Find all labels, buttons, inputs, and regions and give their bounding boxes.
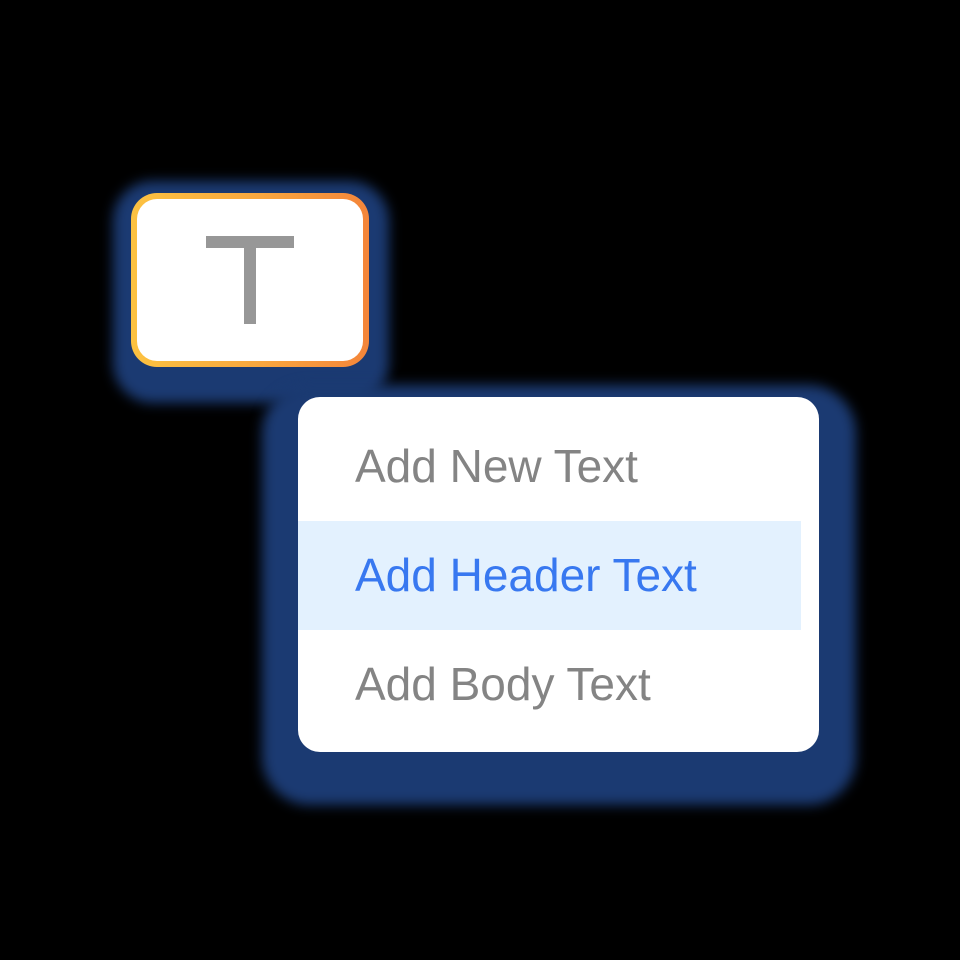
menu-item-add-header-text[interactable]: Add Header Text [298,521,801,630]
text-T-icon-crossbar [206,236,294,248]
text-T-icon-stem [244,248,256,324]
add-text-tool-button-face [137,199,363,361]
add-text-tool-button[interactable] [131,193,369,367]
text-T-icon [206,236,294,324]
menu-item-add-body-text[interactable]: Add Body Text [355,658,651,710]
add-text-menu: Add New Text Add Header Text Add Body Te… [298,397,819,752]
menu-item-add-new-text[interactable]: Add New Text [355,440,638,492]
